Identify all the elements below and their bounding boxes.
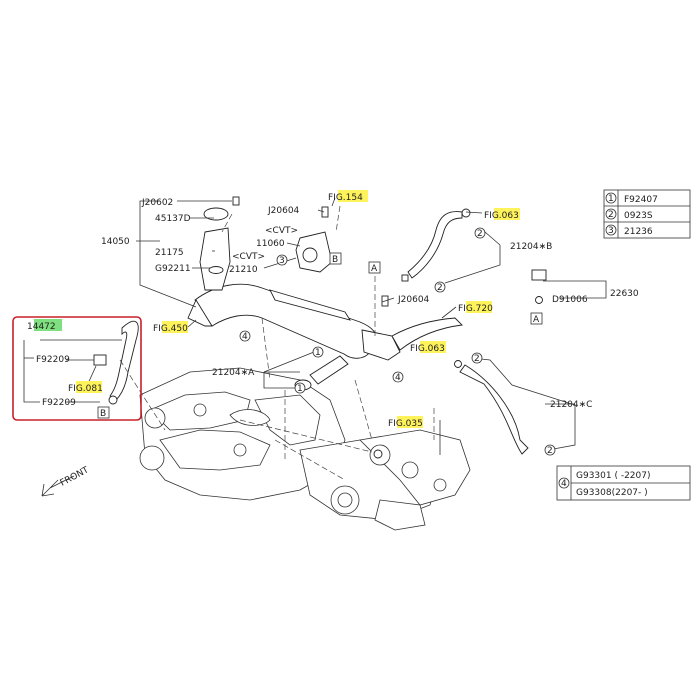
front-direction-indicator: FRONT xyxy=(41,465,91,497)
legend-table: 1 F92407 2 0923S 3 21236 xyxy=(603,189,691,239)
legend-num-3: 3 xyxy=(608,226,614,236)
ref-b-lower-text[interactable]: B xyxy=(100,409,106,419)
circled-numbers: 3 2 2 4 1 1 4 2 2 xyxy=(239,227,556,456)
highlight-fig063-top xyxy=(494,208,520,220)
label-d91006[interactable]: D91006 xyxy=(552,295,588,305)
label-fig035[interactable]: FIG.035 xyxy=(388,419,423,429)
label-f92209-b[interactable]: F92209 xyxy=(42,398,76,408)
ref-box-a-right xyxy=(530,312,543,325)
legend4-row-2[interactable]: G93308(2207- ) xyxy=(576,488,648,498)
label-21204a[interactable]: 21204∗A xyxy=(212,368,255,378)
legend-table-4: 4 G93301 ( -2207) G93308(2207- ) xyxy=(556,465,691,501)
circled-2-a[interactable]: 2 xyxy=(477,229,483,239)
engine-block xyxy=(139,367,471,531)
label-22630[interactable]: 22630 xyxy=(610,289,639,299)
label-45137d[interactable]: 45137D xyxy=(155,214,191,224)
highlight-fig081 xyxy=(76,381,102,393)
label-21204c[interactable]: 21204∗C xyxy=(550,400,592,410)
label-fig063-top[interactable]: FIG.063 xyxy=(484,211,519,221)
label-j20602[interactable]: J20602 xyxy=(141,198,173,208)
label-fig450[interactable]: FIG.450 xyxy=(153,324,188,334)
label-14050[interactable]: 14050 xyxy=(101,237,130,247)
highlight-fig154 xyxy=(338,190,368,202)
label-j20604-top[interactable]: J20604 xyxy=(267,206,300,216)
ref-box-b-lower xyxy=(97,406,110,419)
ref-a-right-text[interactable]: A xyxy=(533,315,540,325)
callout-labels: J20602 45137D 14050 21175 G92211 J20604 … xyxy=(27,190,639,429)
label-11060[interactable]: 11060 xyxy=(256,239,285,249)
circled-4-b[interactable]: 4 xyxy=(395,373,401,383)
highlight-fig035 xyxy=(397,416,423,428)
circled-4-a[interactable]: 4 xyxy=(242,332,248,342)
front-label: FRONT xyxy=(59,465,91,488)
circled-2-c[interactable]: 2 xyxy=(474,354,480,364)
label-cvt-1: <CVT> xyxy=(265,226,298,236)
label-21210[interactable]: 21210 xyxy=(229,265,258,275)
label-21204b[interactable]: 21204∗B xyxy=(510,242,552,252)
ref-b-upper-text[interactable]: B xyxy=(332,255,338,265)
legend-part-1[interactable]: F92407 xyxy=(624,195,658,205)
highlight-fig720 xyxy=(466,301,492,313)
label-fig063-right[interactable]: FIG.063 xyxy=(410,344,445,354)
label-fig154[interactable]: FIG.154 xyxy=(328,193,363,203)
water-pipe-assembly xyxy=(187,196,463,361)
label-14472[interactable]: 14472 xyxy=(27,322,56,332)
label-fig720[interactable]: FIG.720 xyxy=(458,304,493,314)
highlight-fig063-right xyxy=(420,341,446,353)
circled-2-d[interactable]: 2 xyxy=(547,446,553,456)
hoses xyxy=(93,208,547,459)
circled-3-a[interactable]: 3 xyxy=(279,256,285,266)
highlight-14472 xyxy=(34,319,62,331)
label-cvt-2: <CVT> xyxy=(232,252,265,262)
label-fig081[interactable]: FIG.081 xyxy=(68,384,103,394)
selection-highlight-box xyxy=(12,316,142,421)
label-21175[interactable]: 21175 xyxy=(155,248,184,258)
legend-num-2: 2 xyxy=(608,210,614,220)
legend4-row-1[interactable]: G93301 ( -2207) xyxy=(576,471,651,481)
legend-part-2[interactable]: 0923S xyxy=(624,211,653,221)
highlight-fig450 xyxy=(162,321,188,333)
leader-lines xyxy=(23,197,607,455)
label-f92209-a[interactable]: F92209 xyxy=(36,355,70,365)
circled-1-b[interactable]: 1 xyxy=(297,384,303,394)
circled-1-a[interactable]: 1 xyxy=(315,348,321,358)
reference-boxes: B A A B xyxy=(97,252,543,419)
label-g92211[interactable]: G92211 xyxy=(155,264,191,274)
legend4-num: 4 xyxy=(561,479,567,489)
ref-box-b-upper xyxy=(329,252,342,265)
label-j20604-mid[interactable]: J20604 xyxy=(397,295,430,305)
front-arrow-icon xyxy=(41,475,75,497)
ref-box-a-center xyxy=(368,261,381,274)
legend-part-3[interactable]: 21236 xyxy=(624,227,653,237)
dashed-lines xyxy=(119,205,435,481)
legend-num-1: 1 xyxy=(608,194,614,204)
ref-a-center-text[interactable]: A xyxy=(371,264,378,274)
circled-2-b[interactable]: 2 xyxy=(437,283,443,293)
